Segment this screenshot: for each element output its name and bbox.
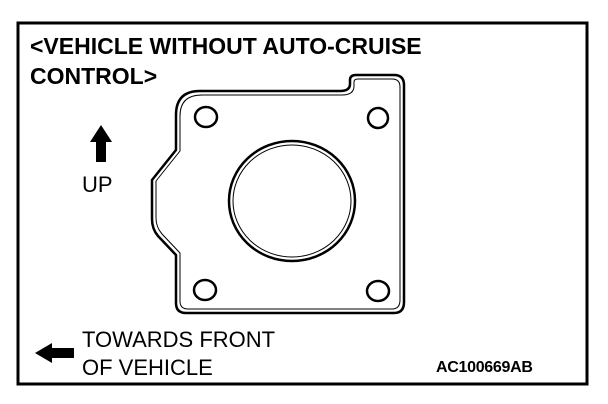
bolt-hole-bottom-left xyxy=(192,278,218,302)
diagram-title-line1: <VEHICLE WITHOUT AUTO-CRUISE xyxy=(30,33,422,59)
left-arrow-icon xyxy=(35,343,74,363)
throttle-bore-inner xyxy=(232,144,352,258)
throttle-bore xyxy=(227,139,357,263)
bolt-hole-bottom-right xyxy=(365,279,391,303)
figure-code: AC100669AB xyxy=(436,359,533,376)
front-label-line1: TOWARDS FRONT xyxy=(82,327,276,352)
gasket-outline xyxy=(150,73,406,315)
front-label-line2: OF VEHICLE xyxy=(82,355,213,380)
diagram-title-line2: CONTROL> xyxy=(30,63,158,89)
gasket-inner-outline xyxy=(155,78,401,310)
diagram-border xyxy=(16,21,589,386)
up-arrow-icon xyxy=(90,125,112,162)
bolt-hole-top-right xyxy=(366,106,390,130)
bolt-hole-top-left xyxy=(193,105,219,129)
up-label: UP xyxy=(82,172,113,197)
